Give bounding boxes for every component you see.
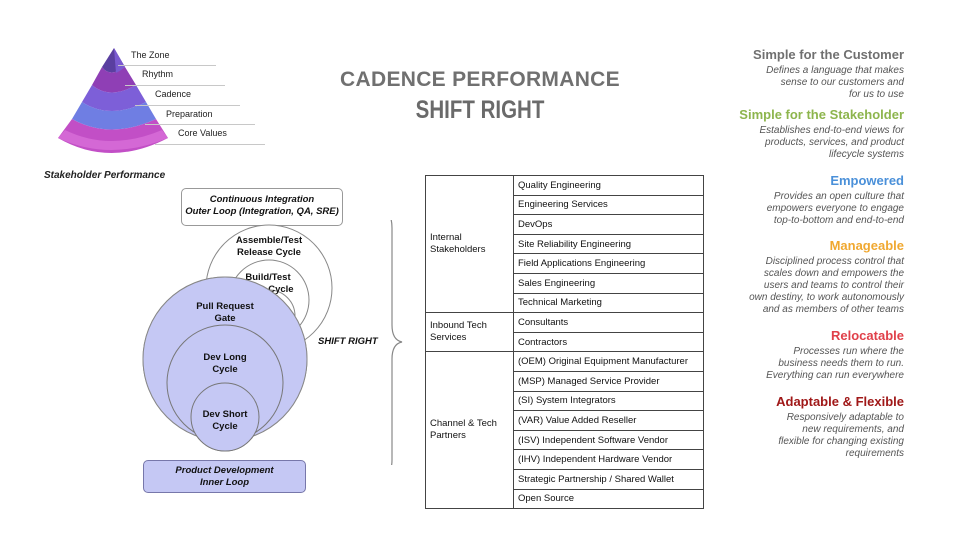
- table-row: Inbound Tech Services Consultants: [425, 312, 704, 353]
- table-cell: (IHV) Independent Hardware Vendor: [513, 449, 704, 470]
- table-cell: Strategic Partnership / Shared Wallet: [513, 468, 704, 490]
- dev-long-label: Dev Long Cycle: [203, 352, 247, 375]
- table-cell: Engineering Services: [513, 194, 704, 216]
- pull-request-label: Pull Request Gate: [196, 301, 254, 324]
- principle-heading: Simple for the Customer: [753, 47, 904, 62]
- pyramid-label-cadence: Cadence: [155, 89, 192, 99]
- pyramid-line-5: [155, 144, 265, 145]
- group-inbound: Inbound Tech Services: [425, 312, 514, 353]
- principle-heading: Simple for the Stakeholder: [739, 107, 904, 122]
- table-cell: (VAR) Value Added Reseller: [513, 410, 704, 431]
- principle-description: Processes run where the business needs t…: [766, 346, 904, 381]
- pyramid-label-preparation: Preparation: [166, 109, 213, 119]
- group-internal: Internal Stakeholders: [425, 174, 514, 314]
- principle-heading: Empowered: [830, 173, 904, 188]
- pyramid-graphic: [58, 48, 168, 153]
- table-cell: (OEM) Original Equipment Manufacturer: [513, 351, 704, 372]
- principle-description: Establishes end-to-end views for product…: [759, 125, 904, 160]
- pyramid-label-the-zone: The Zone: [131, 50, 170, 60]
- table-cell: Consultants: [513, 312, 704, 333]
- page-subtitle: SHIFT RIGHT: [415, 96, 545, 124]
- pyramid-line-3: [135, 105, 240, 106]
- pyramid-label-core-values: Core Values: [178, 128, 227, 138]
- pyramid-label-rhythm: Rhythm: [142, 69, 174, 79]
- inner-loop-subtitle: Inner Loop: [199, 477, 250, 488]
- stakeholder-table: Internal Stakeholders Quality Engineerin…: [425, 174, 704, 510]
- principle-heading: Relocatable: [831, 328, 904, 343]
- outer-loop-subtitle: Outer Loop (Integration, QA, SRE): [185, 206, 339, 217]
- principle-description: Defines a language that makes sense to o…: [766, 65, 904, 100]
- table-cell: Technical Marketing: [513, 292, 704, 314]
- table-cell: DevOps: [513, 214, 704, 235]
- table-cell: Field Applications Engineering: [513, 253, 704, 274]
- inner-loop-title: Product Development: [175, 465, 274, 476]
- table-cell: (SI) System Integrators: [513, 390, 704, 412]
- pyramid-line-4: [145, 124, 255, 125]
- table-cell: (ISV) Independent Software Vendor: [513, 429, 704, 451]
- table-cell: Contractors: [513, 331, 704, 353]
- build-cycle-label: Build/Test Long Cycle: [242, 272, 294, 295]
- principle-description: Responsively adaptable to new requiremen…: [778, 412, 904, 459]
- table-row: Channel & Tech Partners (OEM) Original E…: [425, 351, 704, 510]
- shift-right-label: SHIFT RIGHT: [318, 336, 378, 347]
- inner-loop-box: Product Development Inner Loop: [143, 460, 306, 493]
- table-cell: (MSP) Managed Service Provider: [513, 370, 704, 392]
- principle-description: Disciplined process control that scales …: [749, 256, 904, 315]
- table-row: Open Source: [426, 488, 704, 510]
- outer-loop-title: Continuous Integration: [209, 194, 315, 205]
- table-cell: Site Reliability Engineering: [513, 233, 704, 255]
- table-cell: Quality Engineering: [513, 175, 704, 196]
- table-cell: Open Source: [513, 488, 704, 510]
- table-cell: Sales Engineering: [513, 272, 704, 294]
- pyramid-line-1: [118, 65, 216, 66]
- pyramid-caption: Stakeholder Performance: [44, 170, 166, 181]
- principle-description: Provides an open culture that empowers e…: [766, 191, 904, 226]
- pyramid-line-2: [125, 85, 225, 86]
- table-row: Internal Stakeholders Quality Engineerin…: [425, 174, 704, 314]
- assemble-cycle-label: Assemble/Test Release Cycle: [235, 235, 303, 258]
- principle-heading: Adaptable & Flexible: [776, 394, 904, 409]
- principle-heading: Manageable: [829, 238, 904, 253]
- group-channel: Channel & Tech Partners: [425, 351, 514, 510]
- page-title: CADENCE PERFORMANCE: [340, 68, 620, 91]
- dev-short-label: Dev Short Cycle: [202, 409, 248, 432]
